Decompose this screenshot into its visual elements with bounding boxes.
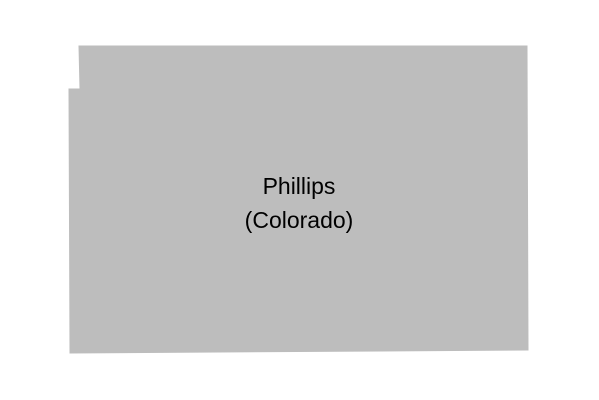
county-name: Phillips <box>262 173 336 199</box>
county-shape-phillips <box>68 45 529 354</box>
county-label: Phillips (Colorado) <box>199 169 399 237</box>
state-name: (Colorado) <box>244 207 354 233</box>
